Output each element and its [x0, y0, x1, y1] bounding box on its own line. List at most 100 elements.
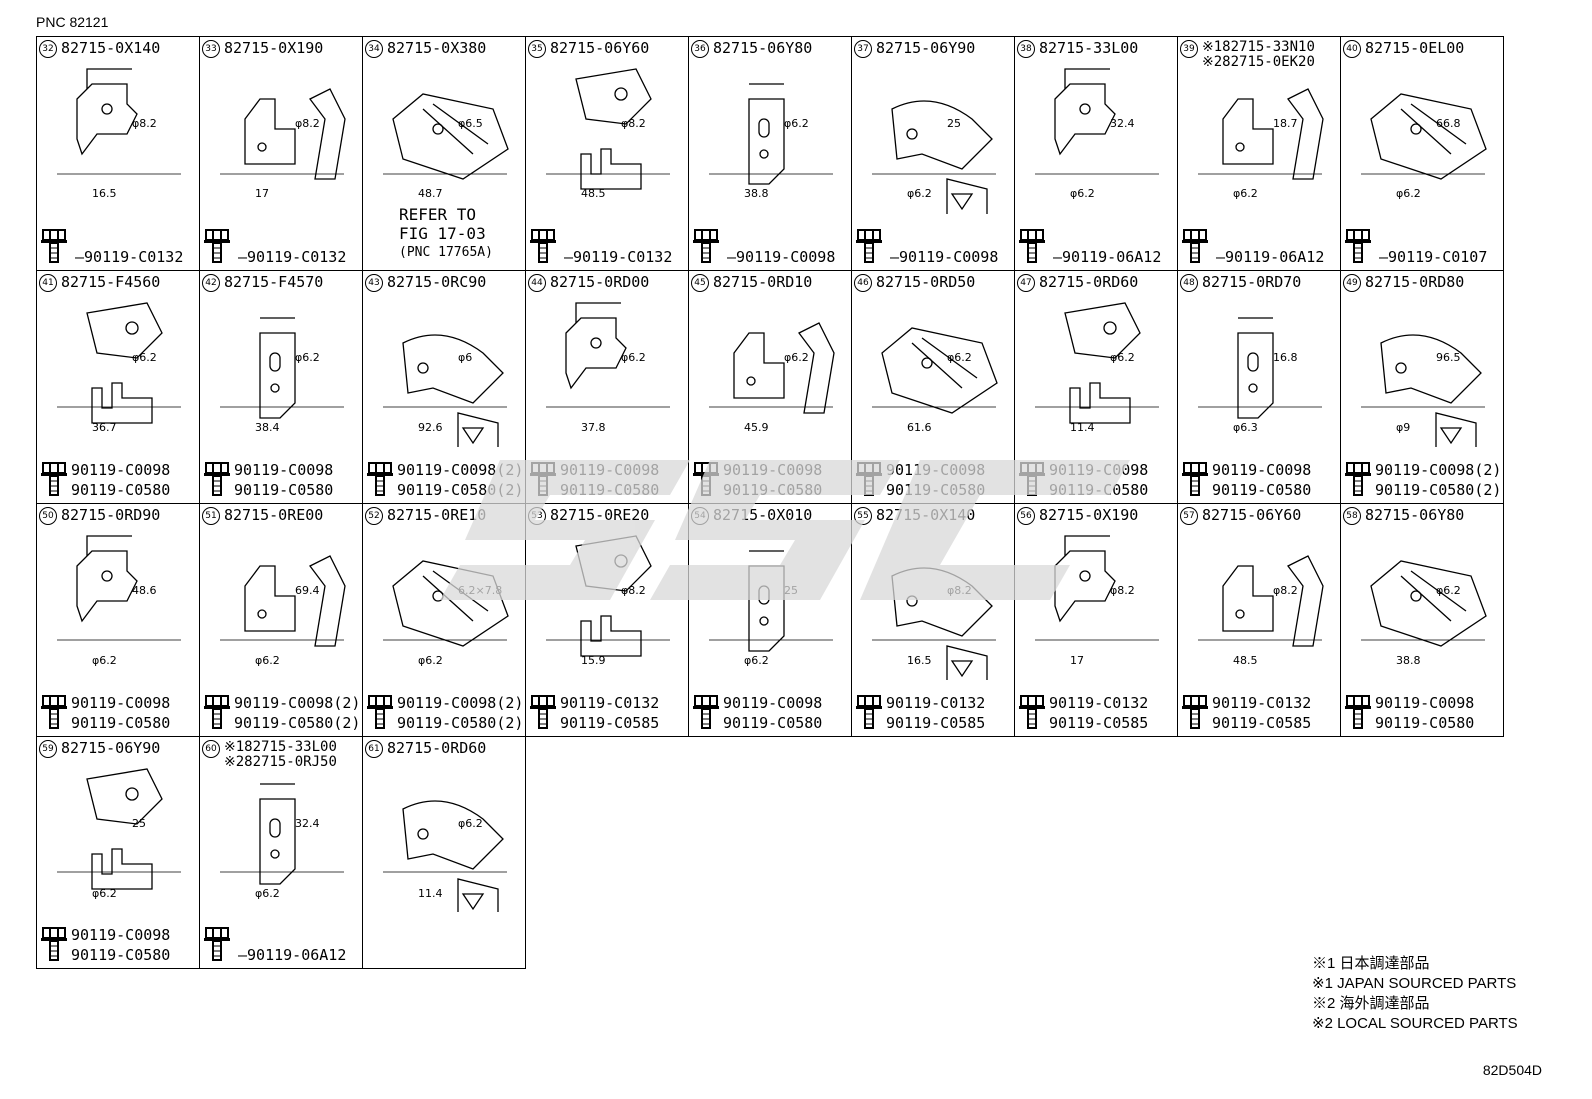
- notes-legend: ※1 日本調達部品 ※1 JAPAN SOURCED PARTS ※2 海外調達…: [1312, 954, 1518, 1034]
- bolt-part-number: 90119-C0132: [560, 694, 660, 712]
- part-number: 82715-06Y90: [61, 739, 161, 757]
- washer-part-number: 90119-C0580: [71, 946, 171, 964]
- bolt-icon: [693, 694, 719, 734]
- dimension-label: 69.4: [295, 584, 320, 597]
- dimension-label: 36.7: [92, 421, 117, 434]
- bolt-icon: [856, 461, 882, 501]
- washer-part-number: 90119-C0580(2): [1375, 481, 1502, 499]
- bolt-part-number: 90119-C0098: [723, 461, 823, 479]
- dimension-label: 92.6: [418, 421, 443, 434]
- bolt-icon: [1345, 461, 1371, 501]
- note-line: ※2 LOCAL SOURCED PARTS: [1312, 1015, 1518, 1032]
- callout-number: 48: [1180, 274, 1198, 292]
- bolt-icon: [856, 694, 882, 734]
- dimension-label: 37.8: [581, 421, 606, 434]
- callout-number: 47: [1017, 274, 1035, 292]
- dimension-label: φ6.2: [744, 654, 769, 667]
- bolt-icon: [367, 694, 393, 734]
- washer-part-number: 90119-C0580: [560, 481, 660, 499]
- bolt-icon: [204, 228, 230, 268]
- bolt-icon: [204, 926, 230, 966]
- part-number: 82715-0EL00: [1365, 39, 1465, 57]
- note-line: ※2 海外調達部品: [1312, 995, 1430, 1012]
- dimension-label: 17: [1070, 654, 1084, 667]
- bolt-part-number: 90119-C0098: [1375, 694, 1475, 712]
- dimension-label: φ6.5: [458, 117, 483, 130]
- bracket-drawing: [689, 59, 851, 218]
- washer-part-number: 90119-C0585: [1049, 714, 1149, 732]
- part-number: 82715-F4570: [224, 273, 324, 291]
- callout-number: 58: [1343, 507, 1361, 525]
- note-line: ※1 JAPAN SOURCED PARTS: [1312, 975, 1517, 992]
- washer-part-number: 90119-C0580: [886, 481, 986, 499]
- part-number: 82715-0RD60: [387, 739, 487, 757]
- dimension-label: φ6.2: [621, 351, 646, 364]
- dimension-label: 11.4: [1070, 421, 1095, 434]
- washer-part-number: 90119-C0580: [723, 481, 823, 499]
- bracket-drawing: [526, 293, 688, 451]
- bolt-part-number: 90119-C0098: [234, 461, 334, 479]
- dimension-label: 25: [947, 117, 961, 130]
- bolt-part-number: —90119-C0098: [727, 248, 836, 266]
- dimension-label: 11.4: [418, 887, 443, 900]
- callout-number: 42: [202, 274, 220, 292]
- bolt-part-number: 90119-C0132: [1212, 694, 1312, 712]
- bolt-part-number: —90119-06A12: [1216, 248, 1325, 266]
- bolt-icon: [204, 461, 230, 501]
- bolt-part-number: 90119-C0132: [886, 694, 986, 712]
- part-number: 82715-0RD60: [1039, 273, 1139, 291]
- bracket-drawing: [200, 293, 362, 451]
- bracket-drawing: [852, 293, 1014, 451]
- bracket-drawing: [363, 59, 525, 218]
- dimension-label: 38.8: [744, 187, 769, 200]
- bolt-icon: [693, 461, 719, 501]
- callout-number: 36: [691, 40, 709, 58]
- bracket-drawing: [363, 293, 525, 464]
- part-number: 82715-0X190: [1039, 506, 1139, 524]
- callout-number: 54: [691, 507, 709, 525]
- part-number: 82715-06Y90: [876, 39, 976, 57]
- bolt-icon: [856, 228, 882, 268]
- dimension-label: φ6: [458, 351, 473, 364]
- bolt-part-number: 90119-C0098: [723, 694, 823, 712]
- dimension-label: 15.9: [581, 654, 606, 667]
- callout-number: 40: [1343, 40, 1361, 58]
- part-number-line: ※182715-33L00: [224, 739, 337, 755]
- dimension-label: 16.5: [907, 654, 932, 667]
- bolt-part-number: 90119-C0132: [1049, 694, 1149, 712]
- washer-part-number: 90119-C0580: [1049, 481, 1149, 499]
- dimension-label: φ6.2: [1396, 187, 1421, 200]
- washer-part-number: 90119-C0580: [723, 714, 823, 732]
- bolt-icon: [1345, 694, 1371, 734]
- dimension-label: φ6.2: [255, 887, 280, 900]
- bolt-icon: [204, 694, 230, 734]
- bracket-drawing: [200, 759, 362, 916]
- bracket-drawing: [363, 759, 525, 930]
- washer-part-number: 90119-C0585: [886, 714, 986, 732]
- part-number-line: ※182715-33N10: [1202, 39, 1315, 55]
- bracket-drawing: [689, 526, 851, 684]
- dimension-label: φ6.2: [947, 351, 972, 364]
- part-number: 82715-0X190: [224, 39, 324, 57]
- part-number-line: ※282715-0EK20: [1202, 54, 1315, 70]
- bolt-part-number: 90119-C0098(2): [1375, 461, 1502, 479]
